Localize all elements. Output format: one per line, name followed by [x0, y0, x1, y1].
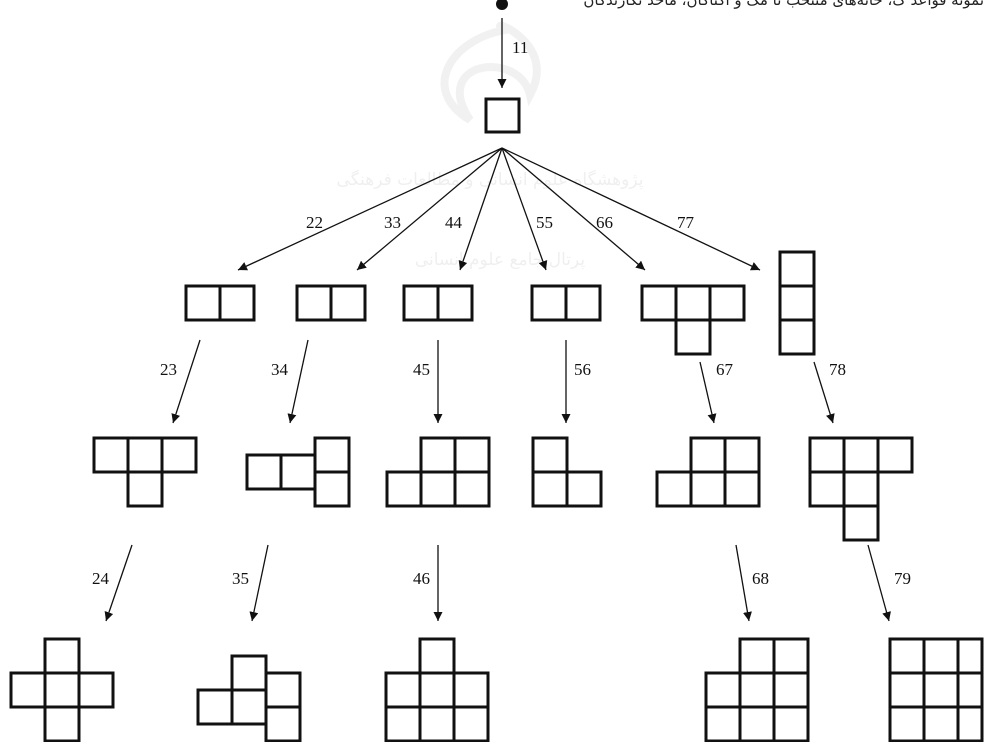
arrow-55	[501, 147, 548, 271]
shape-root-single-square	[484, 97, 521, 134]
shape-domino-3	[402, 284, 474, 322]
watermark-text-sub: پرتال جامع علوم انسانی	[415, 250, 585, 270]
arrow-68	[735, 544, 752, 622]
arrow-33	[356, 147, 503, 271]
label-77: 77	[677, 213, 695, 232]
shape-row3-block	[384, 637, 490, 743]
label-22: 22	[306, 213, 323, 232]
label-44: 44	[445, 213, 463, 232]
label-11: 11	[512, 38, 528, 57]
arrow-23	[171, 339, 201, 424]
arrow-67	[699, 361, 717, 424]
shape-row2-p-pentomino	[385, 436, 491, 508]
arrow-44	[458, 147, 503, 271]
arrow-66	[501, 147, 646, 271]
watermark: پژوهشگاه علوم انسانی و مطالعات فرهنگی پر…	[337, 21, 644, 270]
shape-row2-l-tromino	[531, 436, 603, 508]
label-24: 24	[92, 569, 110, 588]
shape-row2-t-pentomino	[92, 436, 198, 508]
label-45: 45	[413, 360, 430, 379]
root-dot	[496, 0, 508, 10]
label-23: 23	[160, 360, 177, 379]
arrow-77	[501, 147, 761, 271]
shape-row3-stair	[196, 654, 302, 743]
label-78: 78	[829, 360, 846, 379]
label-67: 67	[716, 360, 734, 379]
shape-row3-plus	[9, 637, 115, 743]
shape-vertical-tromino	[778, 250, 816, 356]
figure-caption: نمونه قواعد ک، خانه‌های منتخب تا مک و آک…	[583, 0, 984, 9]
arrow-35	[249, 544, 269, 622]
label-34: 34	[271, 360, 289, 379]
label-33: 33	[384, 213, 401, 232]
arrow-79	[867, 544, 891, 622]
shape-domino-4	[530, 284, 602, 322]
label-46: 46	[413, 569, 430, 588]
label-66: 66	[596, 213, 613, 232]
label-79: 79	[894, 569, 911, 588]
label-56: 56	[574, 360, 591, 379]
arrow-24	[104, 544, 133, 622]
arrow-78	[813, 361, 835, 424]
shape-row2-p-pentomino-b	[655, 436, 761, 508]
shape-row3-grid-b	[888, 637, 984, 743]
label-55: 55	[536, 213, 553, 232]
watermark-text-main: پژوهشگاه علوم انسانی و مطالعات فرهنگی	[337, 169, 644, 190]
shape-domino-1	[184, 284, 256, 322]
arrow-22	[237, 147, 503, 271]
shape-row2-l-pentomino	[245, 436, 351, 508]
shape-domino-2	[295, 284, 367, 322]
shape-row2-cross-variant	[808, 436, 914, 542]
shape-row3-grid-a	[704, 637, 810, 743]
label-35: 35	[232, 569, 249, 588]
arrow-34	[287, 339, 309, 424]
label-68: 68	[752, 569, 769, 588]
shape-t-tetromino	[640, 284, 746, 356]
